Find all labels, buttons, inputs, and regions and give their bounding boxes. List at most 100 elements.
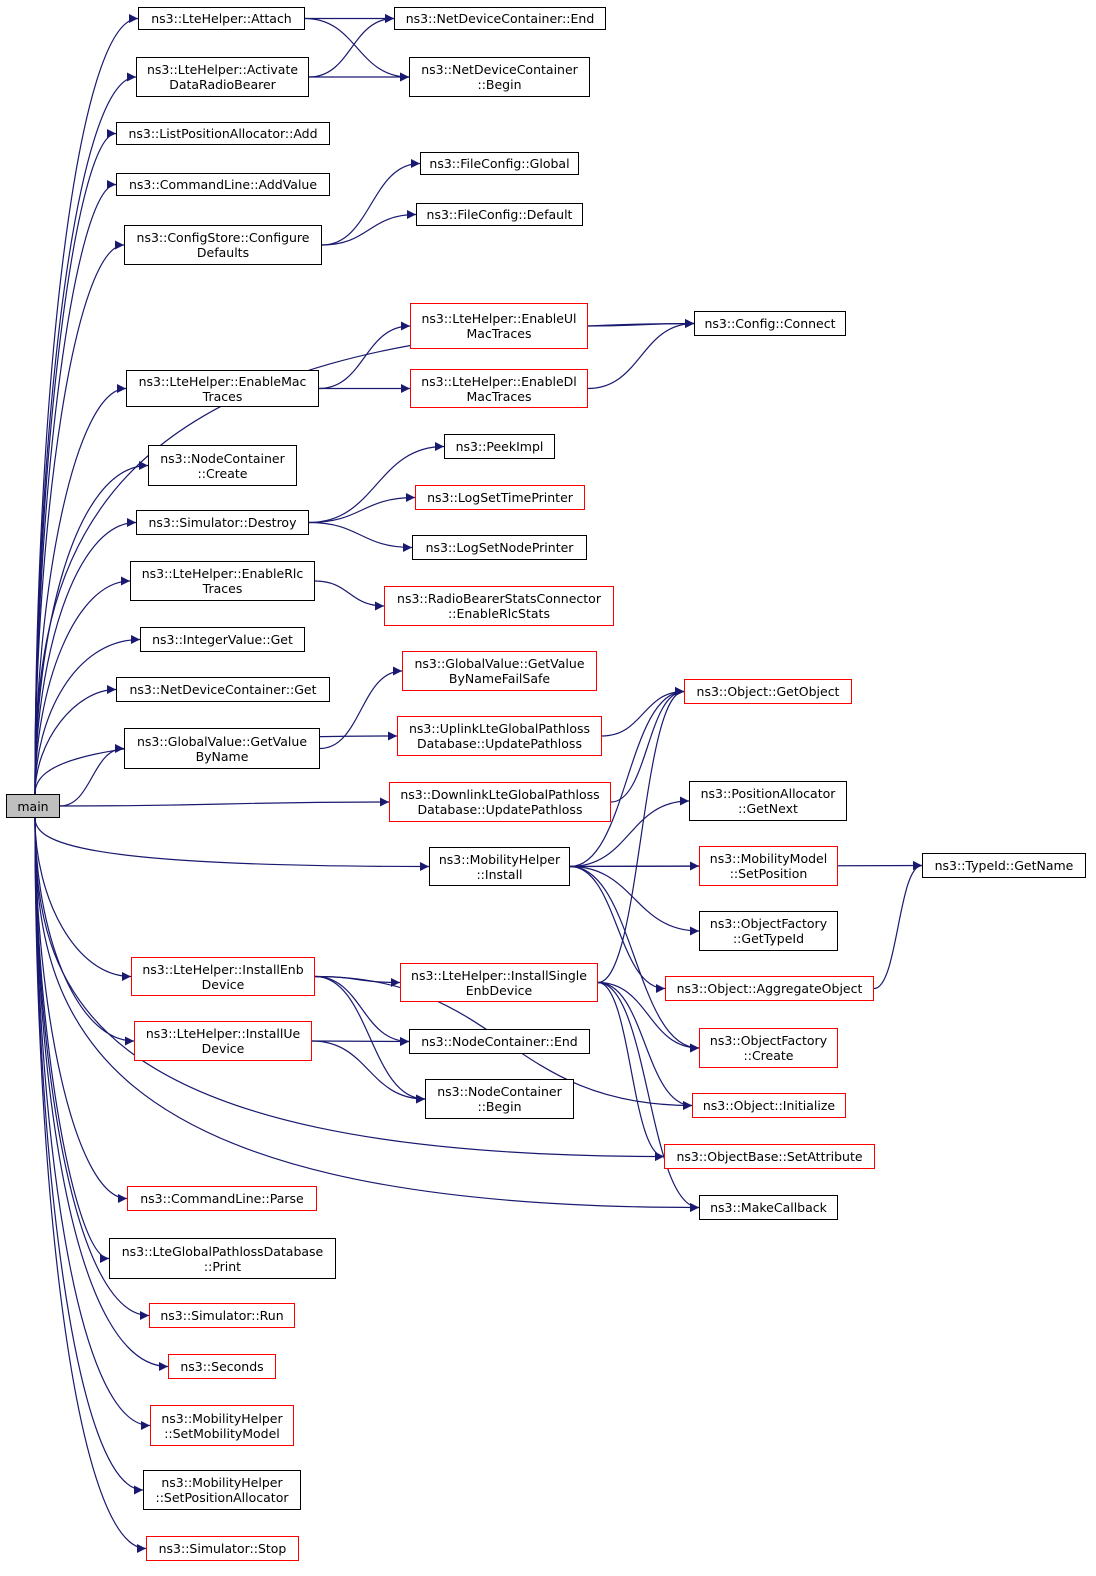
- node-mob-setmodel[interactable]: ns3::MobilityHelper::SetMobilityModel: [150, 1405, 294, 1446]
- node-label: ::GetNext: [738, 801, 798, 816]
- node-label: MacTraces: [466, 326, 532, 341]
- node-label: ns3::LteGlobalPathlossDatabase: [121, 1243, 324, 1259]
- edge-enable-dlmac-to-config-connect: [587, 319, 695, 390]
- edge-main-to-mob-setmodel: [34, 817, 151, 1430]
- node-label: ns3::CommandLine::AddValue: [128, 177, 318, 192]
- edge-lte-installsingle-to-makecallback: [597, 981, 700, 1212]
- edge-lte-installue-to-nodec-end: [311, 1036, 410, 1046]
- node-label: ns3::LteHelper::Activate: [146, 62, 299, 77]
- node-label: ns3::ObjectBase::SetAttribute: [676, 1149, 863, 1164]
- node-rbstats[interactable]: ns3::RadioBearerStatsConnector::EnableRl…: [384, 586, 614, 626]
- edge-lte-installsingle-to-objbase-setattr: [597, 981, 665, 1161]
- node-cmd-addvalue[interactable]: ns3::CommandLine::AddValue: [116, 173, 330, 196]
- node-label: ns3::Config::Connect: [704, 316, 836, 331]
- node-label: Traces: [202, 581, 243, 596]
- node-makecallback[interactable]: ns3::MakeCallback: [699, 1195, 838, 1220]
- node-label: ::SetPositionAllocator: [155, 1490, 289, 1505]
- node-typeid-getname[interactable]: ns3::TypeId::GetName: [922, 853, 1086, 878]
- node-posalloc-next[interactable]: ns3::PositionAllocator::GetNext: [689, 781, 847, 821]
- node-label: ns3::ConfigStore::Configure: [136, 230, 310, 245]
- node-listpos-add[interactable]: ns3::ListPositionAllocator::Add: [116, 122, 330, 145]
- edge-main-to-ndc-get: [34, 685, 117, 795]
- edge-sim-destroy-to-logtime: [308, 493, 416, 524]
- node-label: ns3::TypeId::GetName: [934, 858, 1074, 873]
- edge-main-to-nodec-create: [34, 461, 149, 795]
- edge-main-to-lte-installenb: [34, 817, 132, 981]
- edge-enable-rlc-to-rbstats: [314, 580, 385, 611]
- node-nodec-end[interactable]: ns3::NodeContainer::End: [409, 1029, 590, 1054]
- node-filecfg-global[interactable]: ns3::FileConfig::Global: [420, 152, 579, 175]
- edge-mobhelper-install-to-obj-aggregate: [569, 865, 666, 993]
- node-label: ns3::MobilityHelper: [438, 851, 561, 867]
- node-objfactory-create[interactable]: ns3::ObjectFactory::Create: [699, 1028, 838, 1068]
- node-label: ns3::Simulator::Stop: [158, 1541, 287, 1556]
- node-nodec-create[interactable]: ns3::NodeContainer::Create: [148, 445, 297, 486]
- node-label: ns3::FileConfig::Global: [429, 156, 570, 171]
- node-ndc-end[interactable]: ns3::NetDeviceContainer::End: [394, 7, 606, 30]
- node-obj-initialize[interactable]: ns3::Object::Initialize: [692, 1093, 846, 1118]
- node-ltepathloss-print[interactable]: ns3::LteGlobalPathlossDatabase::Print: [109, 1238, 336, 1279]
- edge-lte-installsingle-to-obj-initialize: [597, 981, 693, 1110]
- node-ndc-get[interactable]: ns3::NetDeviceContainer::Get: [116, 677, 330, 702]
- node-label: ns3::ListPositionAllocator::Add: [128, 126, 318, 141]
- node-label: DataRadioBearer: [169, 77, 276, 92]
- edge-lte-installue-to-nodec-begin: [311, 1040, 426, 1104]
- node-mobmodel-setpos[interactable]: ns3::MobilityModel::SetPosition: [699, 846, 838, 886]
- node-label: ns3::Seconds: [180, 1359, 264, 1374]
- node-objbase-setattr[interactable]: ns3::ObjectBase::SetAttribute: [664, 1144, 875, 1169]
- node-mobhelper-install[interactable]: ns3::MobilityHelper::Install: [429, 847, 570, 886]
- node-config-connect[interactable]: ns3::Config::Connect: [694, 311, 846, 336]
- node-ndc-begin[interactable]: ns3::NetDeviceContainer::Begin: [409, 57, 590, 97]
- node-obj-getobject[interactable]: ns3::Object::GetObject: [684, 679, 852, 704]
- node-lognode[interactable]: ns3::LogSetNodePrinter: [412, 535, 587, 560]
- node-label: ns3::NodeContainer::End: [421, 1034, 578, 1049]
- node-label: ns3::DownlinkLteGlobalPathloss: [400, 787, 600, 802]
- node-sim-destroy[interactable]: ns3::Simulator::Destroy: [136, 510, 309, 535]
- edge-main-to-downlink-update: [59, 797, 390, 807]
- node-filecfg-default[interactable]: ns3::FileConfig::Default: [416, 203, 583, 226]
- node-label: ::Create: [197, 465, 248, 481]
- node-label: ns3::LteHelper::EnableDl: [421, 373, 577, 389]
- node-sim-run[interactable]: ns3::Simulator::Run: [149, 1303, 295, 1328]
- node-label: ::SetMobilityModel: [164, 1425, 280, 1441]
- node-peekimpl[interactable]: ns3::PeekImpl: [444, 434, 555, 459]
- edge-lte-installenb-to-nodec-begin: [314, 975, 426, 1104]
- node-label: ns3::Simulator::Destroy: [148, 515, 297, 530]
- node-mob-setposalloc[interactable]: ns3::MobilityHelper::SetPositionAllocato…: [143, 1470, 301, 1510]
- node-label: Device: [201, 976, 245, 992]
- node-intval-get[interactable]: ns3::IntegerValue::Get: [140, 627, 305, 652]
- edge-lte-installsingle-to-objfactory-create: [597, 981, 700, 1053]
- edge-mobhelper-install-to-posalloc-next: [569, 796, 690, 868]
- node-label: Database::UpdatePathloss: [417, 802, 583, 817]
- node-objfactory-gettypeid[interactable]: ns3::ObjectFactory::GetTypeId: [699, 911, 838, 951]
- node-label: ::Begin: [477, 77, 522, 92]
- edge-downlink-update-to-obj-getobject: [610, 687, 685, 803]
- node-label: ::Print: [203, 1258, 242, 1274]
- node-seconds[interactable]: ns3::Seconds: [168, 1354, 276, 1379]
- node-cmd-parse[interactable]: ns3::CommandLine::Parse: [127, 1186, 317, 1211]
- edge-mobhelper-install-to-objfactory-gettypeid: [569, 865, 700, 936]
- node-label: ::Install: [476, 866, 523, 882]
- node-obj-aggregate[interactable]: ns3::Object::AggregateObject: [665, 976, 874, 1001]
- node-label: ns3::LteHelper::Attach: [151, 11, 292, 26]
- node-nodec-begin[interactable]: ns3::NodeContainer::Begin: [425, 1079, 574, 1119]
- node-logtime[interactable]: ns3::LogSetTimePrinter: [415, 485, 585, 510]
- node-sim-stop[interactable]: ns3::Simulator::Stop: [146, 1536, 299, 1561]
- node-label: ns3::LteHelper::EnableRlc: [141, 566, 304, 581]
- node-lte-attach[interactable]: ns3::LteHelper::Attach: [138, 7, 305, 30]
- edge-enable-mac-to-enable-ulmac: [318, 321, 411, 390]
- node-label: ns3::PositionAllocator: [700, 786, 836, 801]
